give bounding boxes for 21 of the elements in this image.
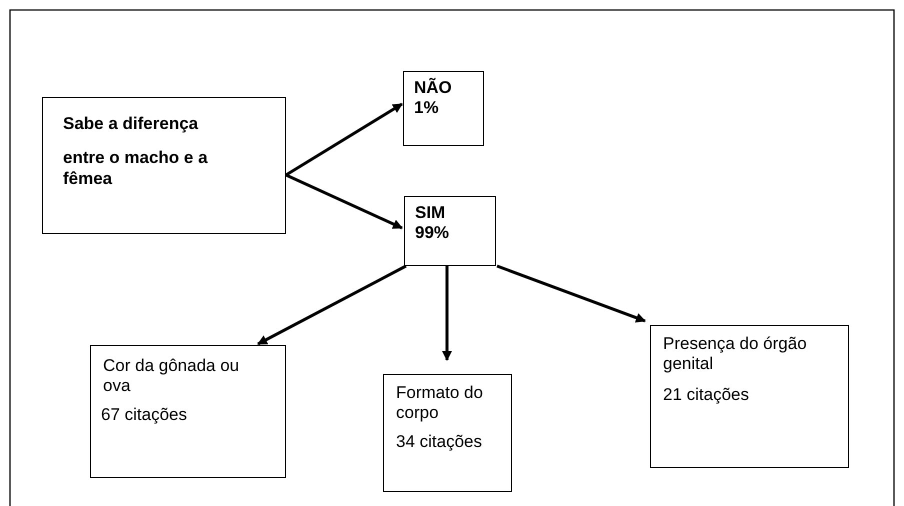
- arrow: [257, 264, 407, 346]
- text-box: [42, 97, 286, 234]
- box-text: 21 citações: [662, 384, 750, 406]
- box-text: Cor da gônada ou ova: [102, 356, 240, 397]
- arrow: [496, 264, 646, 323]
- text-box: [90, 345, 286, 478]
- box-text: entre o macho e a fêmea: [62, 148, 209, 190]
- text-box: [650, 325, 849, 468]
- arrow: [285, 102, 403, 176]
- box-text: Presença do órgão genital: [662, 334, 808, 375]
- box-text: Formato do corpo: [395, 383, 484, 424]
- text-box: [383, 374, 512, 492]
- box-text: NÃO 1%: [413, 78, 453, 119]
- box-text: 34 citações: [395, 432, 483, 452]
- arrow: [285, 174, 403, 230]
- arrow: [442, 266, 452, 361]
- box-text: Sabe a diferença: [62, 114, 200, 134]
- text-box: [404, 196, 496, 266]
- text-box: [403, 71, 484, 146]
- box-text: 67 citações: [100, 404, 188, 426]
- box-text: SIM 99%: [414, 203, 450, 244]
